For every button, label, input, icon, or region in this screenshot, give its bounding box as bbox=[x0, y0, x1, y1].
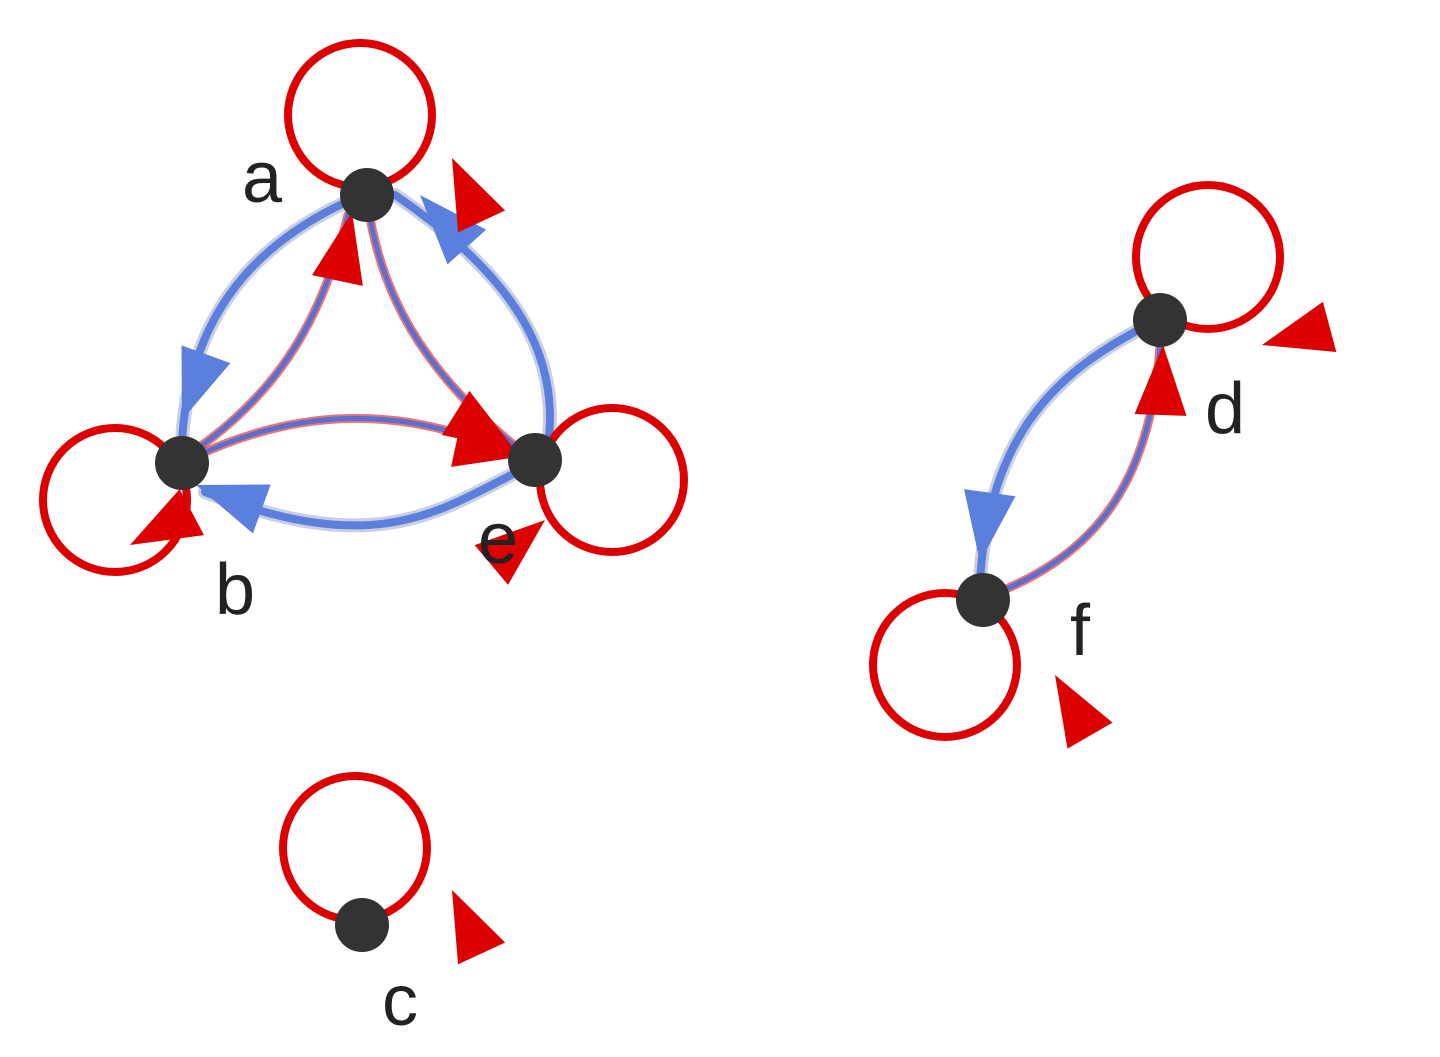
self-loop-d bbox=[1132, 181, 1284, 333]
node-label-f: f bbox=[1070, 591, 1091, 671]
self-loop-arrowhead-e bbox=[474, 520, 545, 585]
edge-e-b bbox=[198, 461, 532, 533]
self-loop-e bbox=[536, 404, 688, 556]
arrowhead-a-b bbox=[181, 345, 231, 420]
labels-layer: a b c d e f bbox=[215, 138, 1245, 1041]
edges-layer bbox=[39, 39, 1284, 924]
self-loop-arrowhead-c bbox=[452, 890, 506, 965]
self-loop-arrowhead-d bbox=[1262, 301, 1337, 352]
node-d[interactable] bbox=[1133, 293, 1187, 347]
node-label-c: c bbox=[382, 961, 418, 1041]
arrowhead-f-d bbox=[1134, 345, 1187, 416]
self-loop-f bbox=[869, 589, 1021, 741]
self-loop-a bbox=[284, 39, 436, 191]
arrowhead-e-a bbox=[420, 195, 487, 265]
edge-d-f bbox=[973, 318, 1155, 587]
self-loop-c bbox=[279, 772, 431, 924]
arrowheads-layer bbox=[130, 158, 1337, 965]
nodes-layer bbox=[155, 168, 1187, 952]
arrowhead-d-f bbox=[963, 489, 1016, 562]
node-e[interactable] bbox=[508, 433, 562, 487]
node-label-d: d bbox=[1205, 369, 1245, 449]
self-loop-b bbox=[39, 424, 191, 576]
arrowhead-e-b bbox=[196, 484, 271, 534]
node-label-a: a bbox=[242, 138, 283, 218]
node-label-b: b bbox=[215, 550, 255, 630]
edge-a-b bbox=[175, 191, 362, 447]
arrowhead-b-e bbox=[451, 416, 525, 467]
self-loop-arrowhead-b bbox=[130, 489, 205, 545]
node-b[interactable] bbox=[155, 436, 209, 490]
self-loop-arrowhead-a bbox=[452, 158, 506, 233]
self-loop-arrowhead-f bbox=[1055, 675, 1113, 749]
node-a[interactable] bbox=[340, 168, 394, 222]
edge-f-d bbox=[987, 340, 1165, 600]
node-f[interactable] bbox=[956, 573, 1010, 627]
arrowhead-b-a bbox=[312, 212, 363, 286]
node-c[interactable] bbox=[335, 898, 389, 952]
node-label-e: e bbox=[478, 499, 518, 579]
